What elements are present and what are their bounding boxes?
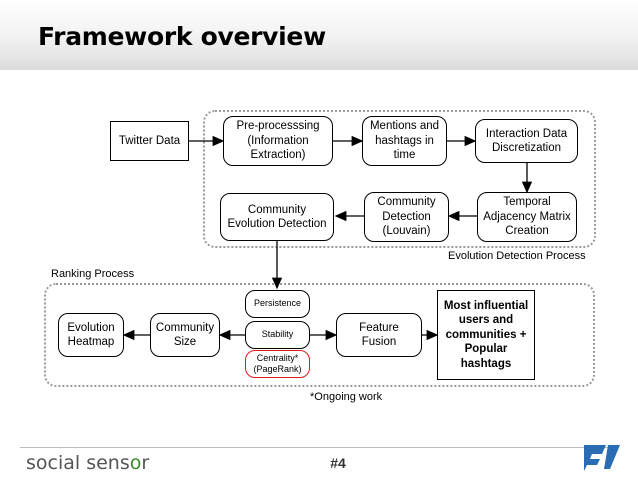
node-community-size: Community Size: [150, 313, 220, 357]
fp7-logo: [584, 445, 620, 471]
node-feature-fusion: Feature Fusion: [336, 313, 422, 357]
evolution-detection-region: [203, 110, 596, 248]
ranking-process-region: [44, 283, 595, 387]
node-temporal-adjacency: Temporal Adjacency Matrix Creation: [477, 192, 577, 242]
node-community-detection: Community Detection (Louvain): [364, 192, 449, 242]
node-mentions-hashtags: Mentions and hashtags in time: [362, 116, 447, 166]
node-interaction-discretization: Interaction Data Discretization: [475, 119, 578, 163]
node-stability: Stability: [245, 321, 310, 349]
node-persistence: Persistence: [245, 290, 310, 318]
node-community-evolution: Community Evolution Detection: [220, 193, 334, 241]
title-bar: [0, 0, 638, 70]
page-number: #4: [330, 455, 346, 471]
node-twitter-data: Twitter Data: [110, 121, 189, 161]
node-result: Most influential users and communities +…: [437, 290, 535, 380]
ongoing-work-note: *Ongoing work: [310, 391, 383, 403]
node-centrality: Centrality* (PageRank): [245, 350, 310, 378]
slide-title: Framework overview: [38, 22, 326, 51]
node-evolution-heatmap: Evolution Heatmap: [58, 313, 124, 357]
evolution-process-label: Evolution Detection Process: [448, 250, 586, 262]
ranking-process-label: Ranking Process: [51, 268, 135, 280]
socialsensor-logo: social sensor: [26, 452, 150, 474]
footer-divider: [20, 447, 618, 448]
node-preprocessing: Pre-processsing (Information Extraction): [223, 116, 333, 166]
